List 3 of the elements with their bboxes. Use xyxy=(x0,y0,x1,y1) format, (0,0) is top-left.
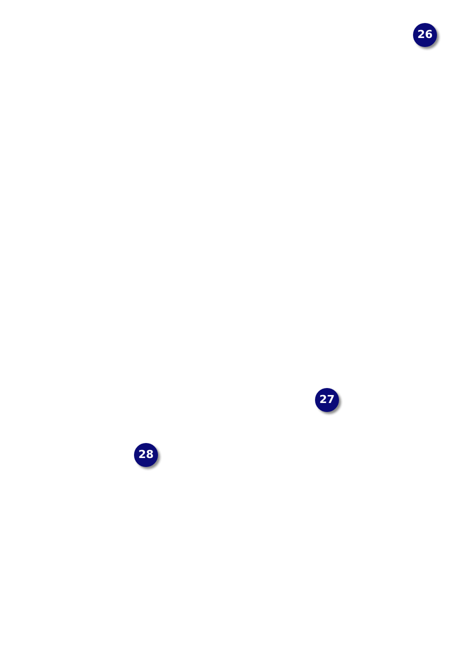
callout-number: 27 xyxy=(315,388,339,412)
callout-number: 26 xyxy=(413,23,437,47)
callout-number: 28 xyxy=(134,443,158,467)
